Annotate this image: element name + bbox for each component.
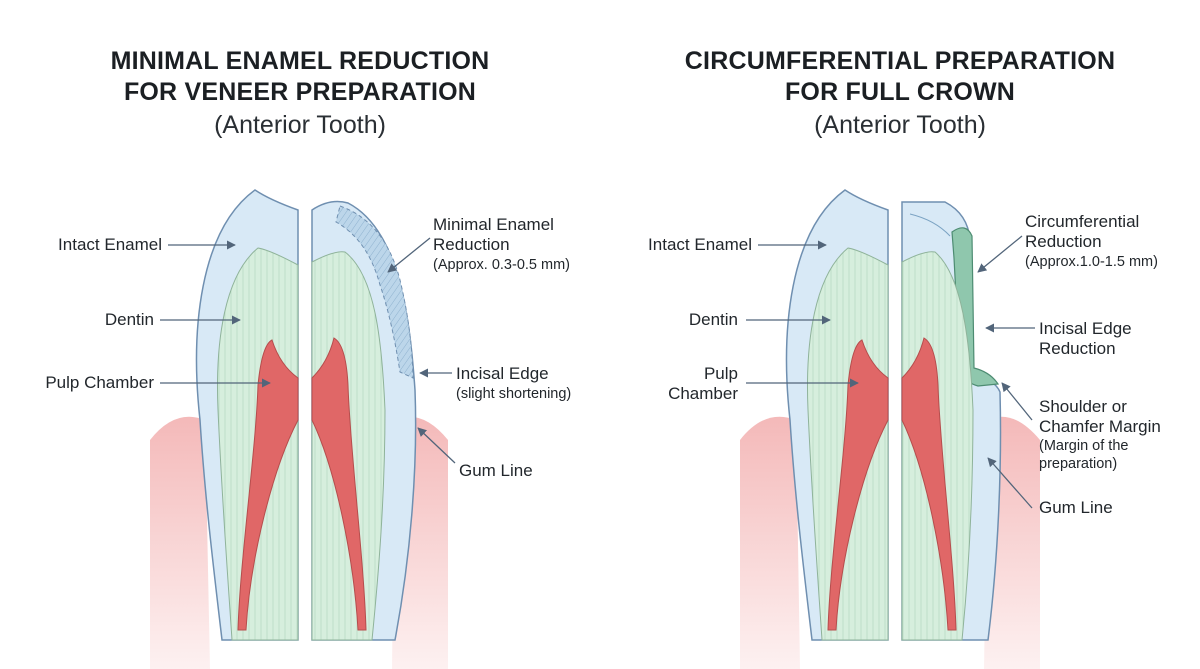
tooth-left-half [195,189,299,641]
veneer-title-line-2: FOR VENEER PREPARATION [123,78,477,106]
minimal-reduction-zone [335,205,414,379]
label-dentin: Dentin [104,310,154,329]
arrow-gum-line [417,427,456,464]
arrow-gum-line [987,457,1033,509]
label-minimal-reduction-note: (Approx. 0.3-0.5 mm) [433,257,570,273]
arrow-minimal-reduction [387,237,431,273]
label-pulp-chamber: Pulp Chamber [668,364,738,404]
label-shoulder-margin: Shoulder or Chamfer Margin (Margin of th… [1039,397,1161,473]
crown-title-line-1: CIRCUMFERENTIAL PREPARATION [684,47,1116,75]
veneer-panel-subtitle: (Anterior Tooth) [214,111,386,139]
label-incisal-reduction-line-1: Incisal Edge [1039,319,1132,338]
label-shoulder-note-2: preparation) [1039,456,1118,472]
veneer-title-line-1: MINIMAL ENAMEL REDUCTION [110,47,490,75]
label-incisal-edge: Incisal Edge (slight shortening) [456,364,571,404]
pulp-left-half [827,339,889,631]
label-incisal-edge-reduction: Incisal Edge Reduction [1039,319,1132,359]
label-minimal-reduction-line-2: Reduction [433,235,510,254]
label-circumferential-line-1: Circumferential [1025,212,1140,231]
label-circumferential-reduction: Circumferential Reduction (Approx.1.0-1.… [1025,212,1158,272]
gum-left [150,416,210,669]
veneer-preparation-panel: MINIMAL ENAMEL REDUCTION FOR VENEER PREP… [0,46,600,669]
crown-title-line-2: FOR FULL CROWN [784,78,1016,106]
label-shoulder-note-1: (Margin of the [1039,438,1129,454]
label-minimal-reduction-line-1: Minimal Enamel [433,215,554,234]
arrow-shoulder-margin [1001,382,1033,421]
crown-panel-subtitle: (Anterior Tooth) [814,111,986,139]
label-gum-line: Gum Line [459,461,533,480]
veneer-panel-title: MINIMAL ENAMEL REDUCTION FOR VENEER PREP… [0,46,600,108]
crown-preparation-panel: CIRCUMFERENTIAL PREPARATION FOR FULL CRO… [600,0,1200,669]
label-incisal-edge-line-1: Incisal Edge [456,364,549,383]
tooth-left-half [785,189,889,641]
label-circumferential-note: (Approx.1.0-1.5 mm) [1025,254,1158,270]
label-circumferential-line-2: Reduction [1025,232,1102,251]
pulp-right-half [311,337,367,631]
label-shoulder-line-2: Chamfer Margin [1039,417,1161,436]
tooth-right-half [311,200,417,641]
crown-panel-title: CIRCUMFERENTIAL PREPARATION FOR FULL CRO… [600,46,1200,108]
prep-guide-line [909,213,951,237]
label-minimal-reduction: Minimal Enamel Reduction (Approx. 0.3-0.… [433,215,570,275]
tooth-right-half [901,201,1002,641]
label-intact-enamel: Intact Enamel [58,235,162,254]
pulp-left-half [237,339,299,631]
label-gum-line: Gum Line [1039,498,1113,517]
label-incisal-edge-note: (slight shortening) [456,386,572,402]
arrow-circumferential-reduction [977,235,1023,273]
label-dentin: Dentin [688,310,738,329]
label-pulp-line-1: Pulp [703,364,738,383]
label-intact-enamel: Intact Enamel [648,235,752,254]
veneer-tooth-diagram [150,189,456,669]
label-pulp-chamber: Pulp Chamber [45,373,154,392]
pulp-right-half [901,337,957,631]
gum-left [740,416,800,669]
label-pulp-line-2: Chamber [668,384,738,403]
crown-tooth-diagram [740,189,1040,669]
label-shoulder-line-1: Shoulder or [1039,397,1127,416]
label-incisal-reduction-line-2: Reduction [1039,339,1116,358]
